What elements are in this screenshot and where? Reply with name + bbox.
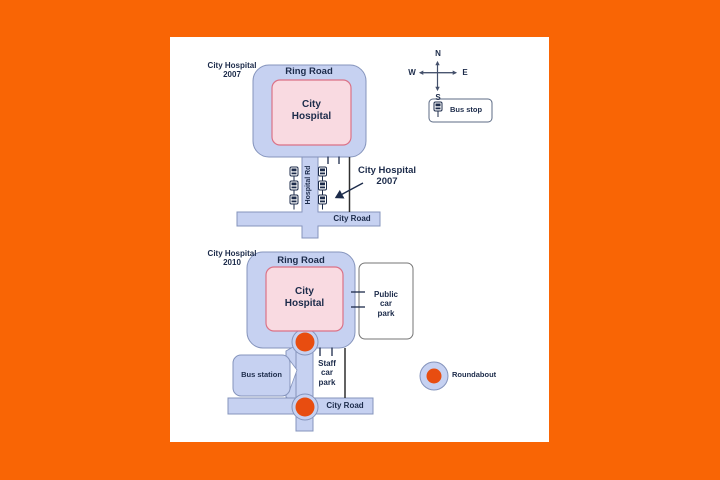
ring-road-2010-label: Ring Road	[277, 255, 325, 266]
bus-station	[232, 354, 291, 397]
map-2010-title: City Hospital 2010	[207, 249, 257, 268]
bus-stop-icon	[289, 194, 299, 210]
map-card: City Hospital 2007 Ring Road City Hospit…	[170, 37, 549, 442]
city-road-2010-label: City Road	[326, 401, 364, 410]
roundabout-2	[295, 397, 315, 417]
annotation-2007-label: City Hospital 2007	[357, 165, 417, 188]
roundabout-1	[295, 332, 315, 352]
map-2007-shapes	[236, 64, 381, 239]
roundabout-legend-label: Roundabout	[452, 370, 497, 379]
hospital-2010-label: City Hospital	[284, 286, 325, 309]
city-road-2007-label: City Road	[333, 214, 371, 223]
bus-stop-legend-box	[428, 98, 493, 123]
staff-car-park-label: Staff car park	[318, 359, 336, 387]
bus-stop-icon	[318, 194, 327, 210]
bus-stop-icon	[433, 101, 443, 117]
hospital-building-2010	[265, 266, 344, 332]
bus-stop-icon	[289, 180, 299, 196]
public-car-park	[358, 262, 414, 340]
compass-icon	[418, 60, 458, 92]
public-car-park-label: Public car park	[373, 290, 398, 318]
hospital-2007-label: City Hospital	[291, 99, 332, 122]
hospital-building-2007	[271, 79, 352, 146]
entrance-ticks-2007	[327, 156, 340, 164]
map-2010-shapes	[227, 251, 414, 432]
map-shapes	[227, 60, 493, 432]
bus-stop-icon	[289, 166, 299, 182]
map-2007-title: City Hospital 2007	[207, 61, 257, 80]
staff-car-park-entrance-ticks	[319, 347, 333, 356]
bus-stop-legend-label: Bus stop	[450, 105, 483, 114]
ring-road-2007-label: Ring Road	[285, 66, 333, 77]
bus-stop-icon	[318, 166, 327, 182]
city-road-and-hospital-road-2007	[236, 156, 381, 239]
roundabout-legend-icon	[419, 361, 449, 391]
annotation-arrow	[334, 182, 364, 199]
compass-south-label: S	[435, 93, 441, 102]
compass-east-label: E	[462, 68, 468, 77]
compass-west-label: W	[408, 68, 416, 77]
bus-stop-icon	[318, 180, 327, 196]
bus-station-label: Bus station	[241, 370, 282, 379]
public-car-park-entrance-ticks	[351, 291, 365, 308]
compass-north-label: N	[435, 49, 441, 58]
hospital-road-label: Hospital Rd	[305, 165, 312, 205]
